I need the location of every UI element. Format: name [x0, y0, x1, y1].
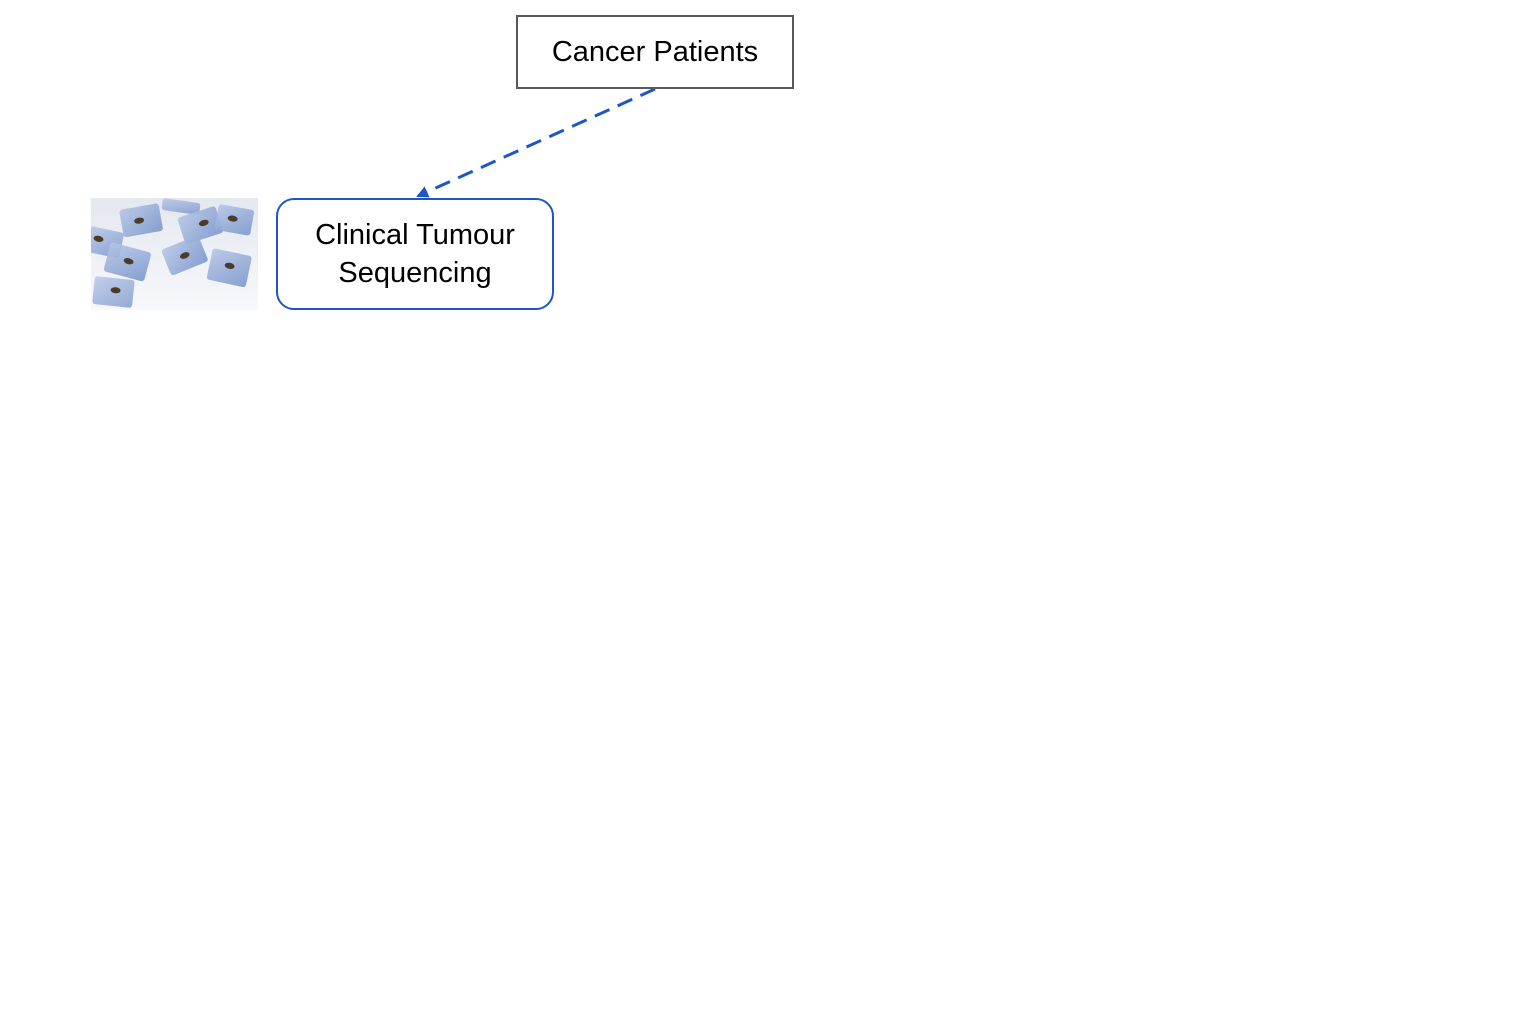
node-label: Cancer Patients: [551, 36, 759, 68]
node-cancer-patients: Cancer Patients: [516, 15, 794, 89]
cassette: [92, 276, 135, 308]
node-clinical-tumour-sequencing: Clinical Tumour Sequencing: [276, 198, 554, 310]
cassette: [214, 204, 254, 236]
tissue-cassettes-image: [91, 198, 258, 310]
cassette: [206, 248, 252, 288]
tissue-cassettes-icon: [91, 198, 258, 310]
cassette: [161, 198, 201, 215]
node-label: Clinical Tumour Sequencing: [315, 219, 515, 289]
edge-patients-to-sequencing: [416, 87, 656, 198]
cassette: [161, 235, 208, 276]
cassette: [119, 203, 163, 238]
cassette: [177, 206, 223, 244]
cassette: [103, 242, 151, 282]
